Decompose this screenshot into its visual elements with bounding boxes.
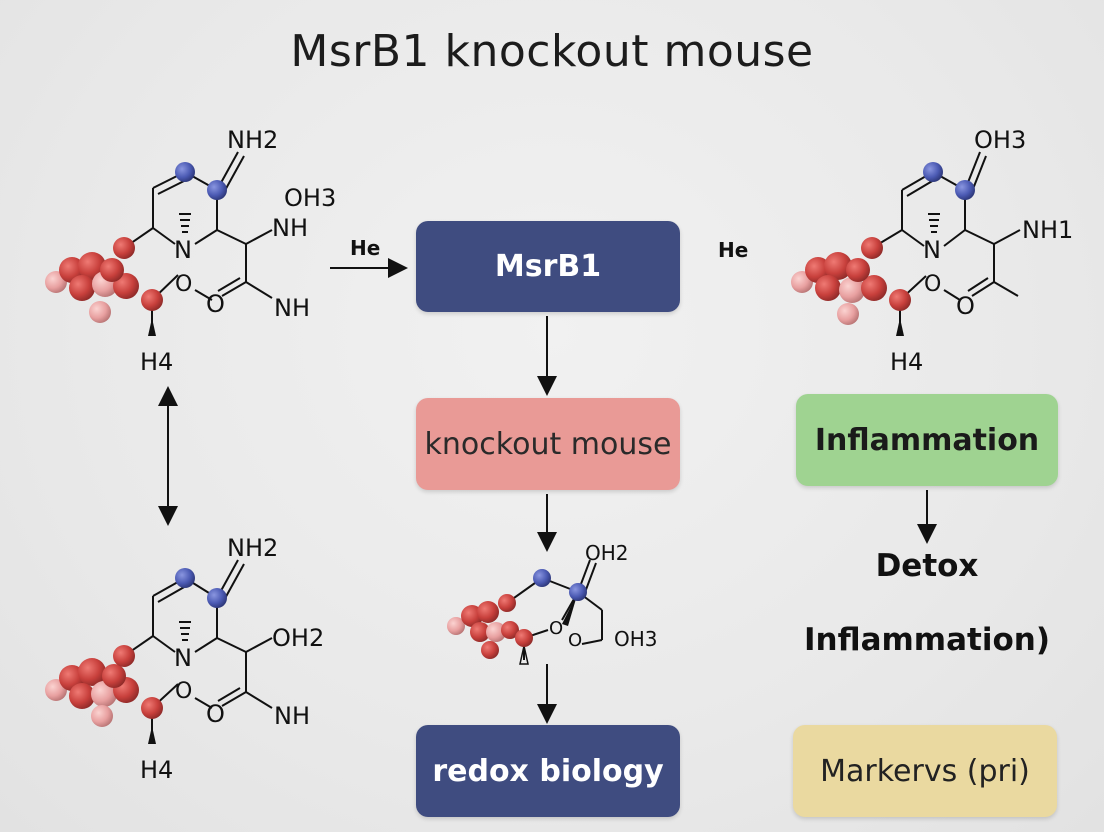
box-redox-biology: redox biology — [416, 725, 680, 817]
label-inflammation-paren: Inflammation) — [803, 622, 1050, 658]
mol-tl-nh2: NH2 — [227, 126, 278, 154]
mol-bl-nh2: NH2 — [227, 534, 278, 562]
mol-tl-oh3: OH3 — [284, 184, 336, 212]
molecule-middle: OH2 OH3 O O — [447, 541, 658, 665]
box-inflammation: Inflammation — [796, 394, 1058, 486]
mol-mid-oh3: OH3 — [614, 627, 658, 651]
mol-bl-h4: H4 — [140, 756, 173, 784]
mol-tl-o-ring: O — [175, 272, 192, 297]
mol-tl-n: N — [174, 236, 192, 264]
label-he-left: He — [350, 236, 381, 260]
box-inflammation-label: Inflammation — [814, 422, 1040, 458]
label-he-right: He — [718, 238, 749, 262]
mol-mid-o-a: O — [549, 618, 563, 639]
box-knockout-label: knockout mouse — [424, 426, 672, 462]
mol-tr-h4: H4 — [890, 348, 923, 376]
mol-bl-o-ring: O — [175, 679, 192, 704]
mol-bl-oh2: OH2 — [272, 624, 324, 652]
box-markers-label: Markervs (pri) — [820, 753, 1030, 789]
label-detox: Detox — [875, 548, 979, 584]
mol-tr-n: N — [923, 236, 941, 264]
diagram-title: MsrB1 knockout mouse — [290, 26, 814, 77]
mol-tr-o-ring: O — [924, 272, 941, 297]
mol-bl-nh: NH — [274, 702, 310, 730]
mol-mid-o-b: O — [568, 630, 582, 651]
mol-tr-nh1: NH1 — [1022, 216, 1073, 244]
box-msrb1-label: MsrB1 — [494, 249, 602, 284]
mol-bl-o-carbonyl: O — [206, 700, 225, 728]
molecule-bottom-left: NH2 OH2 NH N O O H4 — [45, 534, 324, 784]
mol-tr-oh3: OH3 — [974, 126, 1026, 154]
molecule-top-left: NH2 OH3 NH NH N O O H4 — [45, 126, 336, 376]
box-redox-label: redox biology — [432, 753, 664, 789]
mol-bl-n: N — [174, 644, 192, 672]
molecule-top-right: OH3 NH1 N O O H4 — [791, 126, 1073, 376]
box-knockout-mouse: knockout mouse — [416, 398, 680, 490]
box-msrb1: MsrB1 — [416, 221, 680, 312]
mol-tr-o-carbonyl: O — [956, 292, 975, 320]
mol-tl-nh-b: NH — [274, 294, 310, 322]
box-markers: Markervs (pri) — [793, 725, 1057, 817]
mol-tl-h4: H4 — [140, 348, 173, 376]
mol-tl-nh-a: NH — [272, 214, 308, 242]
mol-mid-oh2: OH2 — [585, 541, 629, 565]
mol-tl-o-carbonyl: O — [206, 290, 225, 318]
flow-arrows — [158, 258, 937, 724]
